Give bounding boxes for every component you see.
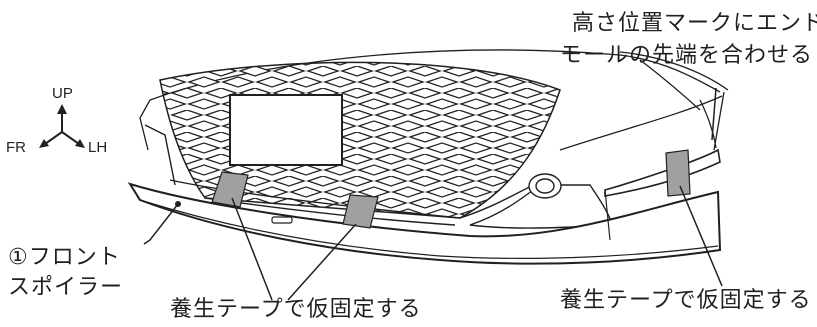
lower-bumper: [144, 124, 613, 229]
fog-lamp-icon: [528, 173, 562, 199]
leader-height-mark: [711, 87, 717, 141]
front-spoiler: [127, 148, 722, 265]
leader-lines: [143, 87, 723, 301]
callout-tape-center: 養生テープで仮固定する: [170, 297, 422, 322]
tape-left: [211, 171, 249, 208]
leader-spoiler: [143, 203, 179, 245]
leader-tape-right: [679, 185, 723, 287]
leader-tape-left: [231, 197, 273, 301]
axis-label-up: UP: [52, 85, 73, 102]
callout-height-mark-line1: 高さ位置マークにエンド: [572, 11, 817, 36]
orientation-axes-icon: [39, 104, 85, 148]
callout-height-mark-line2: モールの先端を合わせる: [560, 43, 814, 68]
axis-label-front: FR: [6, 139, 26, 156]
masking-tape: [211, 149, 691, 229]
leader-tape-center: [287, 223, 357, 301]
callout-tape-right: 養生テープで仮固定する: [560, 288, 812, 313]
callout-part-line1: ①フロント: [8, 245, 121, 270]
axis-label-left: LH: [88, 139, 108, 156]
tape-right: [665, 149, 691, 197]
license-plate-icon: [229, 94, 343, 166]
tape-center: [342, 194, 379, 229]
callout-part-line2: スポイラー: [8, 275, 124, 300]
